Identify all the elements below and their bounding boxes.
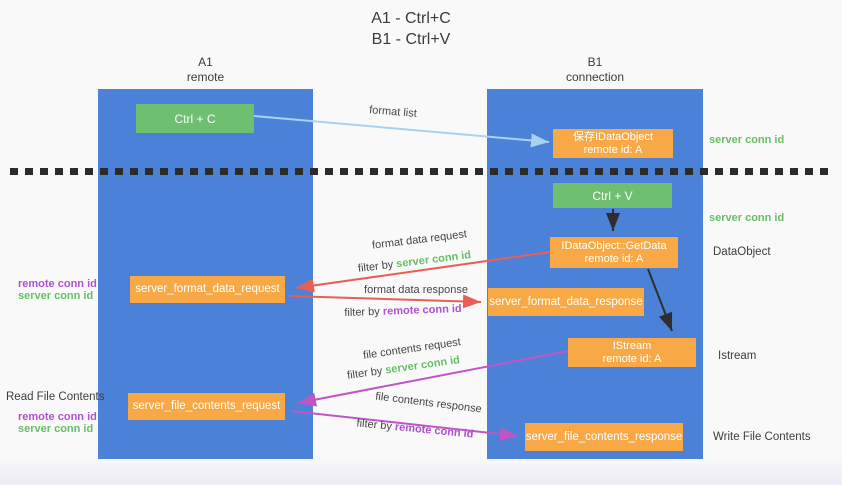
- side-label-server-conn-id-mid: server conn id: [709, 212, 785, 224]
- filter-by-text: filter by: [346, 364, 387, 382]
- diagram-title: A1 - Ctrl+C B1 - Ctrl+V: [300, 8, 522, 50]
- node-save-idataobject-line2: remote id: A: [583, 143, 643, 156]
- label-filter-by-remote-conn-id-1: filter by remote conn id: [338, 303, 468, 320]
- label-file-contents-response-text: file contents response: [374, 390, 483, 416]
- label-filter-by-remote-conn-id-2: filter by remote conn id: [350, 417, 481, 441]
- lane-a1-role: remote: [186, 70, 225, 84]
- node-idataobject-getdata: IDataObject::GetData remote id: A: [550, 237, 678, 268]
- lane-a1-name: A1: [198, 55, 213, 69]
- label-format-list-text: format list: [368, 104, 418, 120]
- lane-b1-role: connection: [565, 70, 625, 84]
- node-server-format-data-request-label: server_format_data_request: [135, 283, 280, 295]
- node-save-idataobject: 保存IDataObject remote id: A: [553, 129, 673, 158]
- stack-server-conn-id: server conn id: [18, 290, 94, 302]
- conn-id-stack-top: remote conn id server conn id: [18, 278, 97, 302]
- lane-header-b1: B1 connection: [487, 55, 703, 85]
- node-istream-line1: IStream: [612, 339, 652, 352]
- filter-by-text: filter by: [344, 305, 384, 320]
- server-conn-id-text: server conn id: [395, 249, 472, 271]
- side-label-server-conn-id-top: server conn id: [709, 134, 785, 146]
- node-server-format-data-request: server_format_data_request: [130, 276, 285, 303]
- node-server-file-contents-response: server_file_contents_response: [525, 423, 683, 451]
- stack-remote-conn-id: remote conn id: [18, 278, 97, 290]
- node-ctrl-c: Ctrl + C: [136, 104, 254, 133]
- label-format-data-response-text: format data response: [364, 284, 468, 296]
- side-label-write-file-contents: Write File Contents: [713, 431, 811, 443]
- node-server-file-contents-response-label: server_file_contents_response: [525, 430, 683, 443]
- conn-id-stack-bottom: remote conn id server conn id: [18, 411, 97, 435]
- server-conn-id-text: server conn id: [384, 354, 461, 377]
- node-istream-line2: remote id: A: [602, 352, 662, 365]
- node-save-idataobject-line1: 保存IDataObject: [572, 130, 654, 143]
- node-istream: IStream remote id: A: [568, 338, 696, 367]
- node-ctrl-c-label: Ctrl + C: [174, 111, 216, 126]
- session-divider-dotted-line: [10, 168, 828, 175]
- lane-header-a1: A1 remote: [98, 55, 313, 85]
- node-server-format-data-response-label: server_format_data_response: [489, 295, 643, 308]
- node-server-file-contents-request-label: server_file_contents_request: [132, 400, 281, 412]
- side-label-istream: Istream: [718, 350, 757, 362]
- node-server-format-data-response: server_format_data_response: [488, 288, 644, 316]
- stack-server-conn-id: server conn id: [18, 423, 94, 435]
- node-idataobject-getdata-line2: remote id: A: [584, 252, 644, 265]
- node-idataobject-getdata-line1: IDataObject::GetData: [561, 239, 667, 252]
- title-line-1: A1 - Ctrl+C: [371, 10, 451, 27]
- remote-conn-id-text: remote conn id: [394, 421, 474, 441]
- label-format-data-request-text: format data request: [371, 228, 468, 252]
- label-format-list: format list: [348, 102, 439, 121]
- side-label-dataobject: DataObject: [713, 246, 771, 258]
- side-label-read-file-contents: Read File Contents: [6, 391, 105, 403]
- lane-b1-name: B1: [587, 55, 603, 69]
- title-line-2: B1 - Ctrl+V: [371, 31, 451, 48]
- node-ctrl-v-label: Ctrl + V: [592, 188, 633, 203]
- node-ctrl-v: Ctrl + V: [553, 183, 672, 208]
- stack-remote-conn-id: remote conn id: [18, 411, 97, 423]
- filter-by-text: filter by: [356, 417, 396, 434]
- remote-conn-id-text: remote conn id: [382, 302, 462, 318]
- label-file-contents-response: file contents response: [366, 389, 492, 416]
- format-data-response-arrow: [288, 294, 482, 309]
- filter-by-text: filter by: [357, 258, 398, 275]
- node-server-file-contents-request: server_file_contents_request: [128, 393, 285, 420]
- label-format-data-response: format data response: [356, 284, 476, 296]
